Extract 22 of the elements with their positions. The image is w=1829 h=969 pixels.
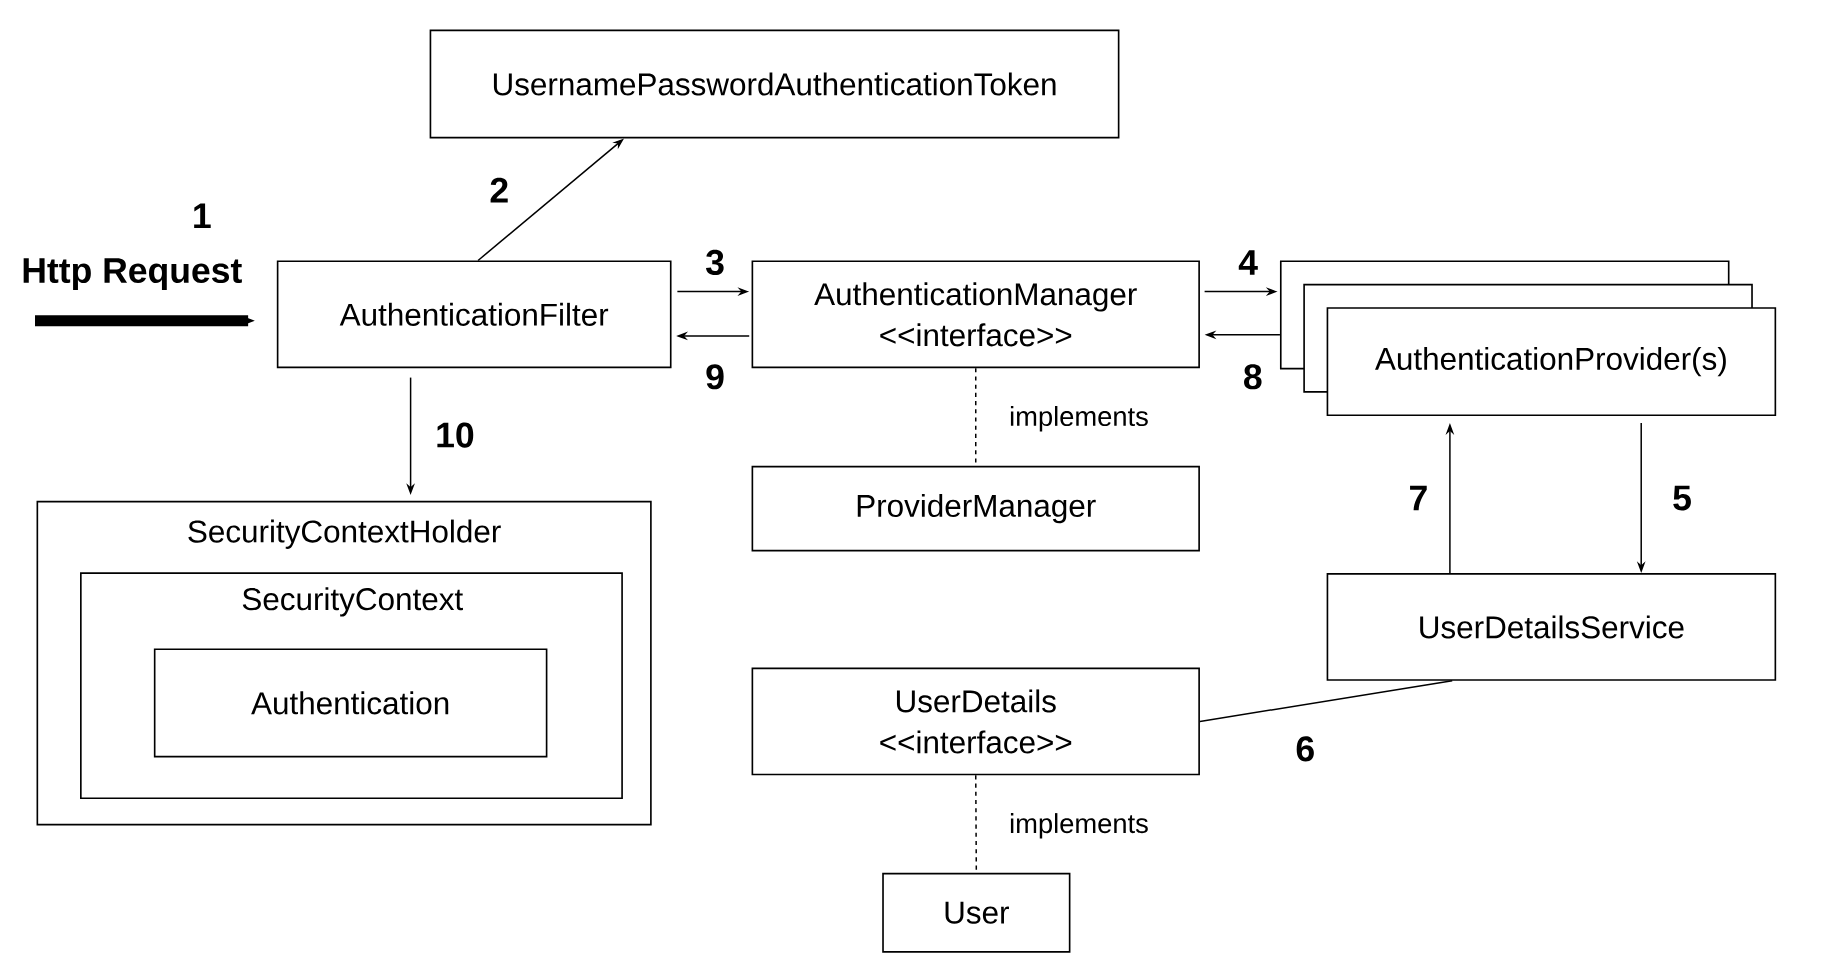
class-box: Authentication — [153, 648, 548, 758]
edge-label: 4 — [1235, 247, 1261, 278]
stacked-class-box: AuthenticationProvider(s) — [1279, 260, 1777, 416]
edge-label: 9 — [702, 361, 728, 392]
class-box: ProviderManager — [751, 465, 1200, 552]
edge-label: 6 — [1292, 733, 1318, 764]
edge-label: 2 — [486, 174, 512, 206]
edge-label: 3 — [702, 246, 728, 278]
edge-label: Http Request — [18, 255, 246, 293]
class-box: UserDetails <<interface>> — [751, 667, 1200, 776]
class-box: User — [882, 872, 1071, 953]
class-box: UsernamePasswordAuthenticationToken — [429, 29, 1120, 139]
edge-label: 10 — [432, 419, 478, 451]
edge-label: 5 — [1669, 482, 1695, 514]
edge-label: implements — [1006, 810, 1152, 842]
class-box: AuthenticationManager <<interface>> — [751, 260, 1200, 369]
edge-label: 7 — [1405, 482, 1432, 513]
step-number: 1 — [194, 203, 211, 228]
edge-label: implements — [1006, 403, 1152, 435]
class-box: UserDetailsService — [1326, 572, 1777, 681]
class-box: AuthenticationFilter — [276, 260, 672, 369]
edge-label: 8 — [1240, 361, 1266, 392]
